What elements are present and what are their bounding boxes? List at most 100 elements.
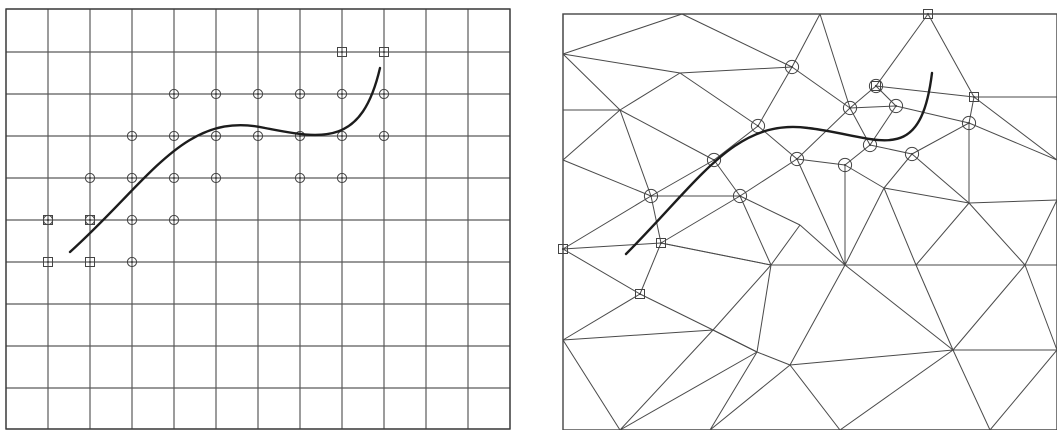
square-node-center: [659, 241, 663, 245]
circle-node-marker: [336, 130, 348, 142]
mesh-edge: [844, 144, 871, 166]
circle-node-ring: [126, 214, 138, 226]
circle-node-marker: [168, 172, 180, 184]
mesh-edge: [989, 349, 1057, 430]
mesh-edge: [619, 351, 758, 430]
circle-node-marker: [210, 130, 222, 142]
circle-node-center: [843, 163, 847, 167]
mesh-edge: [679, 66, 793, 74]
mesh-edge: [875, 85, 975, 98]
circle-node-ring: [837, 157, 853, 173]
structured-grid-panel: [5, 8, 511, 430]
square-node-box: [969, 92, 979, 102]
mesh-edge: [562, 13, 683, 55]
circle-node-marker: [168, 88, 180, 100]
square-node-box: [635, 289, 645, 299]
mesh-edge: [952, 349, 991, 430]
mesh-edge: [756, 264, 772, 353]
mesh-edge: [844, 264, 954, 351]
mesh-edge: [799, 224, 846, 266]
square-node-marker: [558, 244, 568, 254]
square-node-center: [382, 50, 386, 54]
circle-node-ring: [252, 88, 264, 100]
circle-node-center: [172, 176, 176, 180]
mesh-edge: [796, 107, 851, 160]
mesh-edge: [844, 164, 885, 189]
circle-node-center: [868, 143, 872, 147]
circle-node-marker: [126, 172, 138, 184]
circle-node-marker: [252, 130, 264, 142]
square-node-box: [85, 257, 95, 267]
mesh-edge: [968, 122, 1057, 161]
square-node-box: [85, 215, 95, 225]
circle-node-ring: [336, 88, 348, 100]
mesh-edge: [844, 187, 885, 266]
mesh-edge: [712, 329, 758, 353]
mesh-edge: [619, 109, 715, 161]
mesh-edge: [911, 122, 970, 155]
mesh-edge: [973, 96, 1057, 161]
square-node-marker: [379, 47, 389, 57]
circle-node-marker: [126, 256, 138, 268]
mesh-edge: [713, 125, 759, 161]
square-node-box: [923, 9, 933, 19]
circle-node-ring: [378, 88, 390, 100]
circle-node-center: [256, 92, 260, 96]
mesh-edge: [639, 293, 714, 331]
circle-node-ring: [294, 172, 306, 184]
mesh-edge: [562, 109, 621, 161]
mesh-edge: [968, 202, 1026, 266]
circle-node-ring: [84, 172, 96, 184]
mesh-edge: [875, 85, 897, 107]
mesh-edge: [952, 264, 1026, 351]
circle-node-ring: [168, 172, 180, 184]
square-node-marker: [871, 81, 881, 91]
circle-node-center: [214, 176, 218, 180]
mesh-edge: [796, 158, 846, 166]
circle-node-ring: [904, 146, 920, 162]
circle-node-center: [256, 134, 260, 138]
circle-node-ring: [961, 115, 977, 131]
circle-node-ring: [706, 152, 722, 168]
circle-node-ring: [732, 188, 748, 204]
square-node-marker: [923, 9, 933, 19]
mesh-edge: [713, 159, 741, 197]
circle-node-center: [756, 124, 760, 128]
mesh-edge: [709, 364, 791, 430]
square-node-center: [88, 218, 92, 222]
circle-node-ring: [168, 214, 180, 226]
circle-node-marker: [126, 130, 138, 142]
circle-node-marker: [750, 118, 766, 134]
circle-node-ring: [378, 130, 390, 142]
mesh-edge: [757, 66, 793, 127]
mesh-edge: [770, 224, 801, 266]
circle-node-center: [649, 194, 653, 198]
circle-node-center: [894, 104, 898, 108]
circle-node-center: [340, 92, 344, 96]
mesh-edge: [562, 159, 652, 197]
mesh-edge: [639, 242, 662, 295]
mesh-edge: [895, 105, 970, 124]
circle-node-ring: [168, 88, 180, 100]
mesh-edge: [791, 13, 821, 68]
mesh-edge: [915, 202, 970, 266]
circle-node-ring: [294, 130, 306, 142]
circle-node-marker: [168, 130, 180, 142]
mesh-edge: [562, 293, 641, 341]
mesh-edge: [562, 53, 681, 74]
circle-node-marker: [168, 214, 180, 226]
square-node-marker: [85, 215, 95, 225]
mesh-edge: [619, 109, 652, 197]
mesh-edge: [562, 53, 621, 111]
square-node-center: [46, 218, 50, 222]
circle-node-marker: [294, 88, 306, 100]
mesh-edge: [619, 329, 714, 430]
circle-node-ring: [210, 88, 222, 100]
grid-frame: [5, 8, 511, 430]
square-node-center: [88, 260, 92, 264]
circle-node-ring: [336, 172, 348, 184]
square-node-marker: [43, 215, 53, 225]
square-node-box: [43, 257, 53, 267]
square-node-center: [340, 50, 344, 54]
